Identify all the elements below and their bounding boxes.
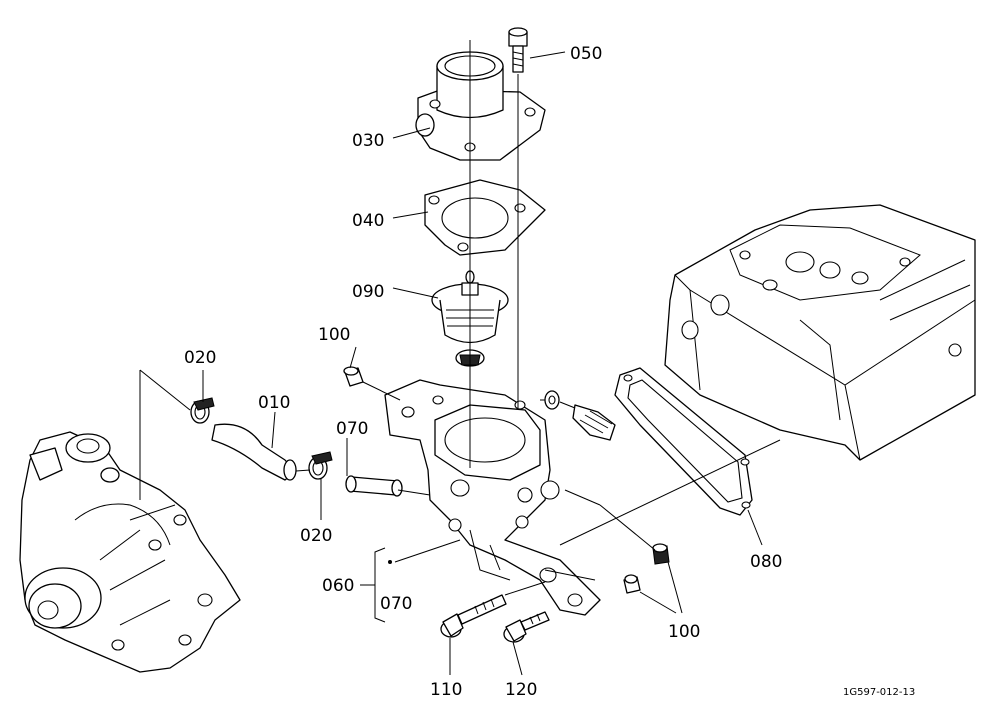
hose-clamp-020-bottom: [308, 451, 333, 480]
callout-030: 030: [352, 131, 384, 151]
callout-060: 060: [322, 576, 354, 596]
plug-100-top: [343, 366, 364, 387]
pipe-070: [345, 475, 403, 497]
water-pump: [19, 431, 241, 673]
callout-040: 040: [352, 211, 384, 231]
callout-090: 090: [352, 282, 384, 302]
callout-120: 120: [505, 680, 537, 700]
plug-100-lower: [623, 574, 641, 594]
callout-050: 050: [570, 44, 602, 64]
callout-020-bottom: 020: [300, 526, 332, 546]
callout-070-top: 070: [336, 419, 368, 439]
callout-070-bottom: 070: [380, 594, 412, 614]
bolt-110: [440, 594, 507, 638]
temperature-sensor: [544, 390, 616, 441]
cylinder-head: [664, 204, 976, 461]
hose-clamp-020-top: [190, 397, 215, 424]
callout-110: 110: [430, 680, 462, 700]
hose-010: [211, 423, 297, 481]
thermostat-housing: [384, 379, 601, 616]
thermostat-cover: [415, 51, 546, 161]
bolt-120: [503, 611, 550, 643]
bolt-050: [508, 27, 528, 73]
callout-080: 080: [750, 552, 782, 572]
leader-lines: [139, 40, 781, 676]
plug-100-right: [652, 543, 670, 565]
gasket-040: [424, 179, 546, 256]
callout-100-bottom: 100: [668, 622, 700, 642]
callout-020-top: 020: [184, 348, 216, 368]
callout-100-top: 100: [318, 325, 350, 345]
callout-010: 010: [258, 393, 290, 413]
reference-code: 1G597-012-13: [843, 687, 915, 698]
callout-bracket-060: [360, 547, 392, 623]
